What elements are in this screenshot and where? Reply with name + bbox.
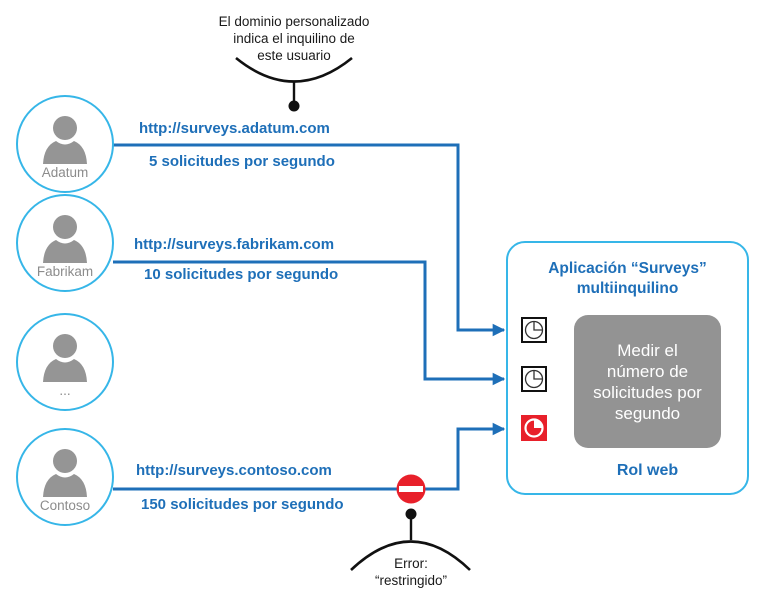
fabrikam-rate: 10 solicitudes por segundo bbox=[144, 266, 339, 283]
tenant-fabrikam bbox=[16, 194, 114, 292]
domain-callout-connector bbox=[235, 56, 353, 112]
tenant-name-contoso: Contoso bbox=[39, 498, 91, 513]
clock-icon-adatum bbox=[521, 317, 547, 343]
error-note-line: Error: bbox=[394, 556, 428, 571]
tenant-other bbox=[16, 313, 114, 411]
measure-line: número de bbox=[606, 362, 689, 381]
adatum-url: http://surveys.adatum.com bbox=[139, 120, 330, 137]
tenant-name-other: ... bbox=[59, 383, 71, 398]
contoso-rate: 150 solicitudes por segundo bbox=[141, 496, 344, 513]
app-title-line2: multiinquilino bbox=[576, 280, 679, 297]
tenant-name-fabrikam: Fabrikam bbox=[36, 264, 94, 279]
domain-note-line: este usuario bbox=[257, 48, 331, 63]
no-entry-icon bbox=[396, 474, 426, 504]
contoso-url: http://surveys.contoso.com bbox=[136, 462, 332, 479]
clock-icon-fabrikam bbox=[521, 366, 547, 392]
fabrikam-connection-line bbox=[113, 260, 506, 386]
person-icon bbox=[43, 116, 87, 164]
clock-icon-contoso-exceeded bbox=[521, 415, 547, 441]
domain-note: El dominio personalizado indica el inqui… bbox=[204, 13, 384, 64]
domain-note-line: El dominio personalizado bbox=[218, 14, 370, 29]
fabrikam-url: http://surveys.fabrikam.com bbox=[134, 236, 335, 253]
measure-line: segundo bbox=[614, 404, 681, 423]
domain-note-line: indica el inquilino de bbox=[233, 31, 355, 46]
measure-description: Medir el número de solicitudes por segun… bbox=[574, 340, 721, 424]
error-note-line: “restringido” bbox=[374, 573, 448, 588]
measure-line: Medir el bbox=[617, 341, 678, 360]
error-callout-connector bbox=[350, 508, 471, 571]
tenant-name-adatum: Adatum bbox=[41, 165, 89, 180]
error-note: Error: “restringido” bbox=[351, 555, 471, 589]
contoso-connection-line bbox=[113, 422, 506, 491]
adatum-rate: 5 solicitudes por segundo bbox=[149, 153, 335, 170]
measure-box bbox=[574, 315, 721, 448]
app-title: Aplicación “Surveys” multiinquilino bbox=[507, 259, 748, 299]
measure-line: solicitudes por bbox=[593, 383, 702, 402]
person-icon bbox=[43, 334, 87, 382]
web-role-label: Rol web bbox=[616, 462, 679, 479]
tenant-adatum bbox=[16, 95, 114, 193]
person-icon bbox=[43, 215, 87, 263]
adatum-connection-line bbox=[113, 143, 506, 337]
app-title-line1: Aplicación “Surveys” bbox=[548, 260, 707, 277]
tenant-contoso bbox=[16, 428, 114, 526]
person-icon bbox=[43, 449, 87, 497]
